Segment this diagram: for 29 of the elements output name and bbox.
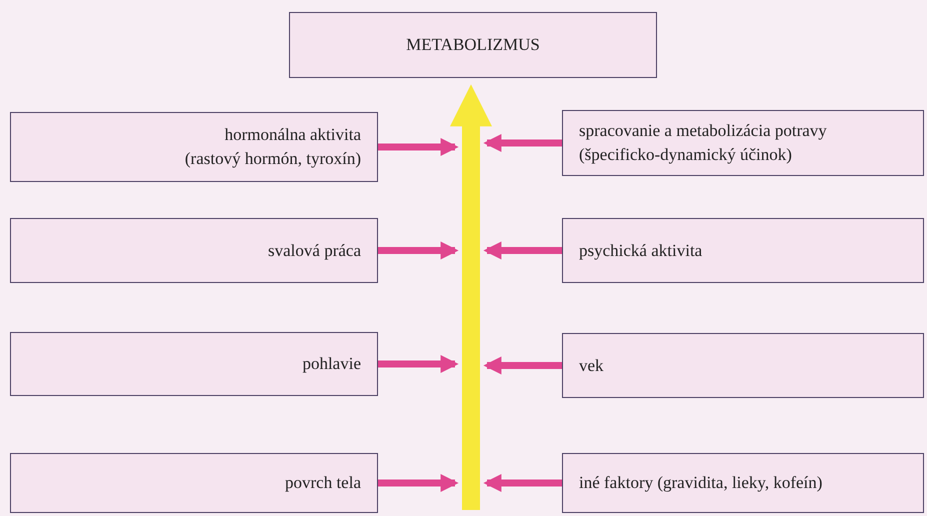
box-text: METABOLIZMUS — [406, 34, 540, 56]
factor-box — [289, 12, 657, 78]
box-text: svalová práca — [268, 240, 361, 262]
box-text: spracovanie a metabolizácia potravy — [579, 120, 827, 142]
factor-box — [10, 453, 378, 513]
box-text: psychická aktivita — [579, 240, 702, 262]
box-text: povrch tela — [285, 472, 361, 494]
thick-arrow — [450, 84, 492, 510]
arrow — [483, 356, 562, 374]
factor-box — [562, 453, 924, 513]
box-text: pohlavie — [302, 353, 361, 375]
factor-box — [10, 332, 378, 396]
factor-box — [562, 110, 924, 176]
arrow — [483, 242, 562, 260]
arrow — [378, 474, 459, 492]
arrow — [483, 474, 562, 492]
factor-box — [10, 218, 378, 283]
box-text: hormonálna aktivita — [224, 124, 361, 146]
box-text: iné faktory (gravidita, lieky, kofeín) — [579, 472, 822, 494]
arrow — [483, 134, 562, 152]
arrow — [378, 242, 459, 260]
box-text: vek — [579, 354, 604, 376]
arrow — [378, 138, 459, 156]
factor-box — [562, 333, 924, 398]
arrow — [378, 355, 459, 373]
box-text: (špecificko-dynamický účinok) — [579, 144, 792, 166]
factor-box — [562, 218, 924, 283]
box-text: (rastový hormón, tyroxín) — [184, 148, 361, 170]
factor-box — [10, 112, 378, 182]
